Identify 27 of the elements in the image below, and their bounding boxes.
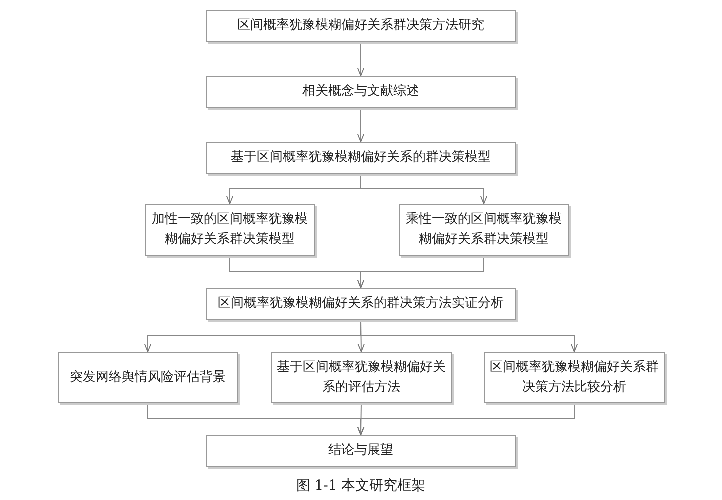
box-label: 区间概率犹豫模糊偏好关系群决策方法比较分析 [489,358,660,396]
box-label: 区间概率犹豫模糊偏好关系的群决策方法实证分析 [218,295,504,313]
box-label: 基于区间概率犹豫模糊偏好关系的群决策模型 [231,149,491,167]
box-label: 相关概念与文献综述 [302,83,420,101]
box-label: 突发网络舆情风险评估背景 [70,368,226,386]
process-box [399,204,569,256]
arrow [357,108,365,142]
box-label: 结论与展望 [328,442,394,460]
box-label: 乘性一致的区间概率犹豫模糊偏好关系群决策模型 [405,211,563,249]
box-label: 加性一致的区间概率犹豫模糊偏好关系群决策模型 [151,211,309,249]
process-box [484,352,665,403]
box-label: 基于区间概率犹豫模糊偏好关系的评估方法 [276,358,447,396]
process-box [206,76,516,108]
arrow [360,320,578,352]
arrow [357,256,484,288]
process-box [271,352,452,403]
process-box [206,288,516,320]
figure-caption: 图 1-1 本文研究框架 [295,477,427,496]
arrow [357,42,365,76]
box-label: 区间概率犹豫模糊偏好关系群决策方法研究 [238,17,484,35]
arrow [360,174,488,204]
process-box [206,142,516,174]
process-box [145,204,315,256]
process-box [58,352,238,403]
arrow [357,402,575,436]
process-box [206,10,516,42]
process-box [206,435,516,467]
